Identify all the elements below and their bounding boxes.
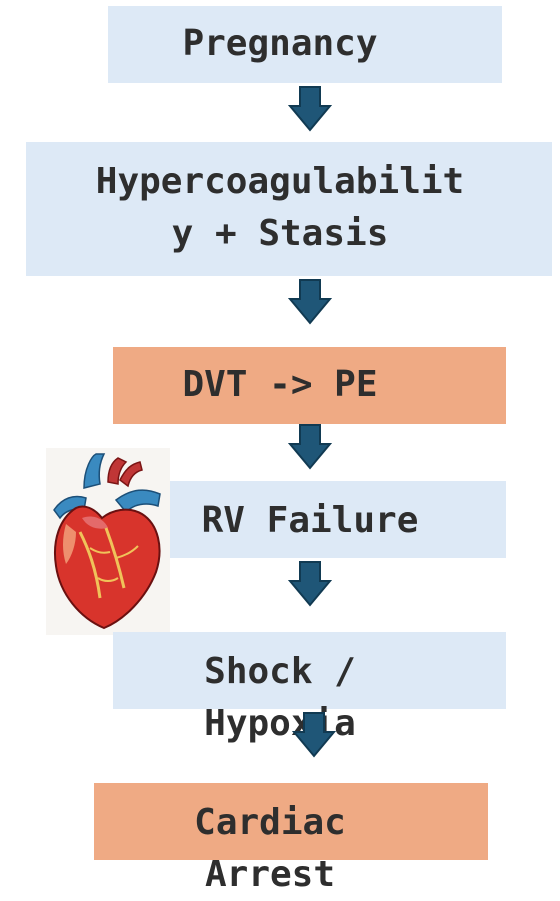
- step-rv-failure-label: RV Failure: [201, 500, 419, 541]
- step-hypercoagulability-box: [26, 142, 552, 276]
- step-cardiac-arrest-label: Cardiac Arrest: [194, 802, 346, 895]
- step-hypercoagulability-label: Hypercoagulabilit y + Stasis: [95, 161, 465, 254]
- down-arrow-icon: [288, 279, 332, 325]
- step-pregnancy-box: [108, 6, 502, 83]
- step-dvt-pe-box: [113, 347, 506, 424]
- heart-icon: [46, 448, 170, 635]
- down-arrow-icon: [292, 712, 336, 758]
- step-shock-hypoxia-label: Shock / Hypoxia: [204, 651, 356, 744]
- down-arrow-icon: [288, 424, 332, 470]
- step-cardiac-arrest-box: [94, 783, 488, 860]
- step-dvt-pe-label: DVT -> PE: [182, 364, 378, 405]
- down-arrow-icon: [288, 86, 332, 132]
- step-pregnancy-label: Pregnancy: [182, 23, 378, 64]
- down-arrow-icon: [288, 561, 332, 607]
- step-rv-failure-box: [113, 481, 506, 558]
- step-shock-hypoxia-box: [113, 632, 506, 709]
